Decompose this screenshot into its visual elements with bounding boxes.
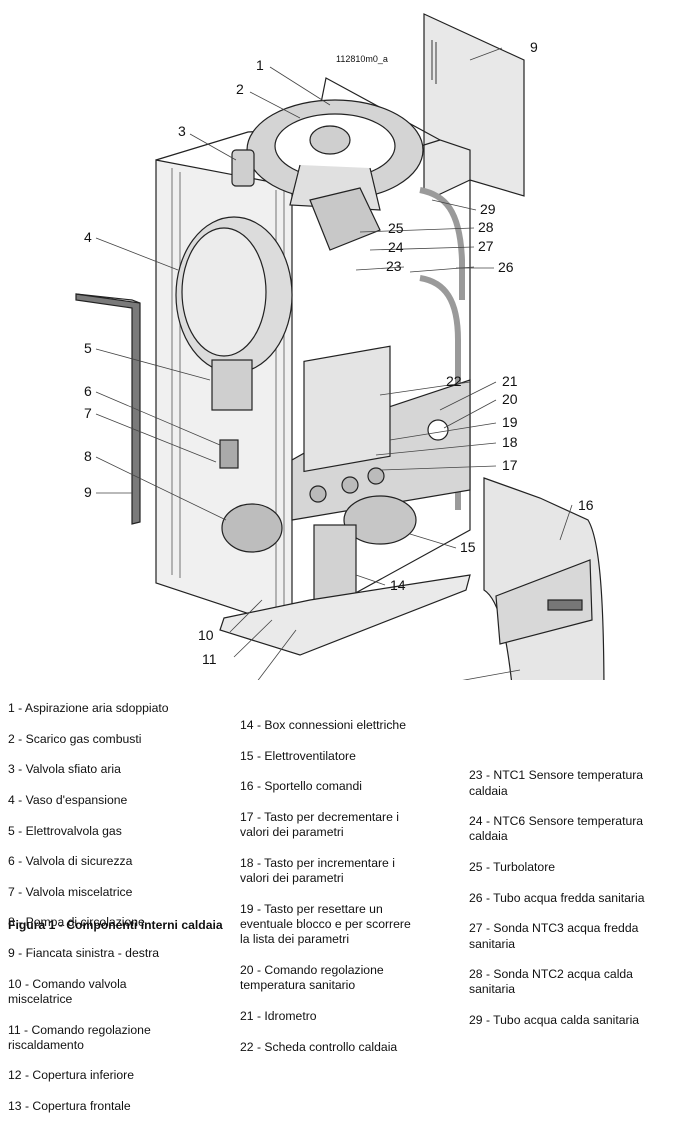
- callout-27: 27: [478, 238, 494, 254]
- callout-4: 4: [84, 229, 92, 245]
- callout-17: 17: [502, 457, 518, 473]
- callout-18: 18: [502, 434, 518, 450]
- legend-item: 13 - Copertura frontale: [8, 1099, 131, 1114]
- legend-item: 7 - Valvola miscelatrice: [8, 884, 133, 899]
- callout-26: 26: [498, 259, 514, 275]
- legend-item: 19 - Tasto per resettare un eventuale bl…: [240, 901, 411, 947]
- callout-29: 29: [480, 201, 496, 217]
- legend-item: 27 - Sonda NTC3 acqua fredda sanitaria: [469, 921, 639, 951]
- legend-item: 15 - Elettroventilatore: [240, 748, 356, 763]
- callout-2: 2: [236, 81, 244, 97]
- legend-item: 11 - Comando regolazione riscaldamento: [8, 1022, 151, 1052]
- figure-caption: Figura 1 - Componenti interni caldaia: [8, 918, 223, 932]
- control-board: [303, 345, 391, 473]
- legend-item: 29 - Tubo acqua calda sanitaria: [469, 1013, 640, 1028]
- callout-28: 28: [478, 219, 494, 235]
- callout-8: 8: [84, 448, 92, 464]
- legend-item: 20 - Comando regolazione temperatura san…: [240, 963, 384, 993]
- callout-7: 7: [84, 405, 92, 421]
- callout-12: 12: [224, 677, 240, 680]
- safety-valve: [219, 439, 239, 469]
- legend-item: 28 - Sonda NTC2 acqua calda sanitaria: [469, 967, 633, 997]
- circulation-pump: [221, 503, 283, 553]
- hydrometer: [427, 419, 449, 441]
- callout-10: 10: [198, 627, 214, 643]
- legend-item: 12 - Copertura inferiore: [8, 1068, 134, 1083]
- electrical-box: [313, 524, 357, 606]
- legend-item: 3 - Valvola sfiato aria: [8, 762, 121, 777]
- callout-21: 21: [502, 373, 518, 389]
- legend-column-1: 1 - Aspirazione aria sdoppiato 2 - Scari…: [8, 686, 223, 1130]
- legend-item: 6 - Valvola di sicurezza: [8, 854, 133, 869]
- legend-column-3: 23 - NTC1 Sensore temperatura caldaia 24…: [469, 753, 689, 1044]
- callout-9-left: 9: [84, 484, 92, 500]
- callout-20: 20: [502, 391, 518, 407]
- side-panel-right: [423, 13, 525, 197]
- legend-item: 22 - Scheda controllo caldaia: [240, 1039, 398, 1054]
- callout-23: 23: [386, 258, 402, 274]
- legend-item: 9 - Fiancata sinistra - destra: [8, 946, 160, 961]
- legend-item: 1 - Aspirazione aria sdoppiato: [8, 701, 169, 716]
- callout-15: 15: [460, 539, 476, 555]
- callout-22: 22: [446, 373, 462, 389]
- legend-item: 17 - Tasto per decrementare i valori dei…: [240, 810, 399, 840]
- callout-1: 1: [256, 57, 264, 73]
- legend-item: 26 - Tubo acqua fredda sanitaria: [469, 890, 645, 905]
- air-vent-valve: [231, 149, 255, 187]
- legend-item: 2 - Scarico gas combusti: [8, 731, 142, 746]
- callout-5: 5: [84, 340, 92, 356]
- legend-item: 4 - Vaso d'espansione: [8, 793, 128, 808]
- callout-16: 16: [578, 497, 594, 513]
- legend-column-2: 14 - Box connessioni elettriche 15 - Ele…: [240, 703, 455, 1070]
- gas-valve: [211, 359, 253, 411]
- drawing-code: 112810m0_a: [336, 54, 388, 64]
- callout-19: 19: [502, 414, 518, 430]
- legend-item: 25 - Turbolatore: [469, 860, 556, 875]
- callout-24: 24: [388, 239, 404, 255]
- turbolator: [309, 187, 381, 251]
- legend-item: 8 - Pompa di circolazione: [8, 915, 145, 930]
- bottom-cover: [219, 574, 471, 656]
- callout-11: 11: [202, 651, 217, 667]
- fan: [343, 495, 417, 545]
- legend-item: 23 - NTC1 Sensore temperatura caldaia: [469, 768, 644, 798]
- callout-13: 13: [428, 677, 444, 680]
- legend-item: 5 - Elettrovalvola gas: [8, 823, 122, 838]
- legend-item: 14 - Box connessioni elettriche: [240, 718, 406, 733]
- callout-6: 6: [84, 383, 92, 399]
- legend-item: 24 - NTC6 Sensore temperatura caldaia: [469, 814, 644, 844]
- legend-item: 21 - Idrometro: [240, 1008, 317, 1023]
- callout-25: 25: [388, 220, 404, 236]
- callout-14: 14: [390, 577, 406, 593]
- legend-item: 16 - Sportello comandi: [240, 779, 362, 794]
- boiler-exploded-view: 112810m0_a 1 2 3 4 5 6 7 8 9 9 10 11 12 …: [75, 13, 605, 680]
- legend-item: 18 - Tasto per incrementare i valori dei…: [240, 855, 395, 886]
- callout-3: 3: [178, 123, 186, 139]
- water-pipes: [419, 187, 465, 510]
- callout-9-right: 9: [530, 39, 538, 55]
- legend-item: 10 - Comando valvola miscelatrice: [8, 976, 127, 1006]
